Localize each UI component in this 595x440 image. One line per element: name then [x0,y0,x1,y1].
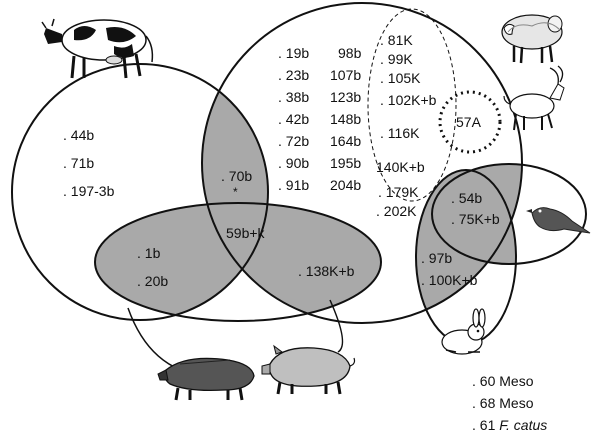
label-164b: 164b [330,133,361,149]
label-70b: . 70b [221,168,252,184]
label-38b: . 38b [278,89,309,105]
sheep-icon [501,14,563,64]
pig-set-ellipse [94,202,382,322]
label-90b: . 90b [278,155,309,171]
label-20b: . 20b [137,273,168,289]
overlap-rabbit-big [416,170,516,323]
legend-68-meso: . 68 Meso [472,395,534,411]
legend-list: . 60 Meso . 68 Meso . 61 F. catus [472,373,547,433]
big-set-column-1: . 19b . 23b . 38b . 42b . 72b . 90b . 91… [278,45,309,193]
legend-61-prefix: . 61 [472,417,499,433]
label-105K: . 105K [380,70,421,86]
label-116K: . 116K [380,125,420,141]
label-91b: . 91b [278,177,309,193]
goat-dotted-circle [438,90,502,154]
pig-icon [261,344,356,395]
bird-set-ellipse [431,163,587,265]
label-23b: . 23b [278,67,309,83]
overlap-pig-cow [95,203,268,320]
label-197-3b: . 197-3b [63,183,115,199]
label-57A: 57A [456,114,482,130]
label-140K-b: 140K+b [376,159,425,175]
label-102K-b: . 102K+b [380,92,437,108]
cow-only-labels: . 44b . 71b . 197-3b [63,127,115,199]
label-75K-b: . 75K+b [451,211,500,227]
big-set-column-2: 98b 107b 123b 148b 164b 195b 204b [330,45,362,193]
label-123b: 123b [330,89,361,105]
rabbit-icon [441,308,486,355]
bird-icon [526,207,591,234]
label-195b: 195b [330,155,361,171]
cow-set-circle [11,63,269,321]
label-center-59b-k: 59b+k [226,225,266,241]
label-98b: 98b [338,45,362,61]
label-204b: 204b [330,177,361,193]
label-19b: . 19b [278,45,309,61]
boar-icon [157,357,255,401]
sheep-goat-dashed-ellipse [367,8,457,202]
label-99K: . 99K [380,51,413,67]
label-81K: . 81K [380,32,413,48]
cow-icon [41,18,154,79]
label-138K-b: . 138K+b [298,263,355,279]
label-202K: . 202K [376,203,417,219]
pig-connector-right [329,299,344,353]
label-100K-b: . 100K+b [421,272,478,288]
overlap-regions [95,64,522,323]
label-asterisk: * [233,185,238,199]
label-71b: . 71b [63,155,94,171]
label-54b: . 54b [451,190,482,206]
label-97b: . 97b [421,250,452,266]
label-1b: . 1b [137,245,161,261]
overlap-pig-big [202,203,381,321]
label-44b: . 44b [63,127,94,143]
ruminant-set-circle [201,2,523,324]
label-107b: 107b [330,67,361,83]
legend-61-f-catus: . 61 F. catus [472,417,547,433]
label-42b: . 42b [278,111,309,127]
label-72b: . 72b [278,133,309,149]
goat-icon [503,65,565,131]
legend-60-meso: . 60 Meso [472,373,534,389]
label-179K: . 179K [378,184,419,200]
legend-61-species: F. catus [499,417,547,433]
label-148b: 148b [330,111,361,127]
sheep-goat-ellipse-labels: . 81K . 99K . 105K . 102K+b . 116K 140K+… [376,32,437,219]
